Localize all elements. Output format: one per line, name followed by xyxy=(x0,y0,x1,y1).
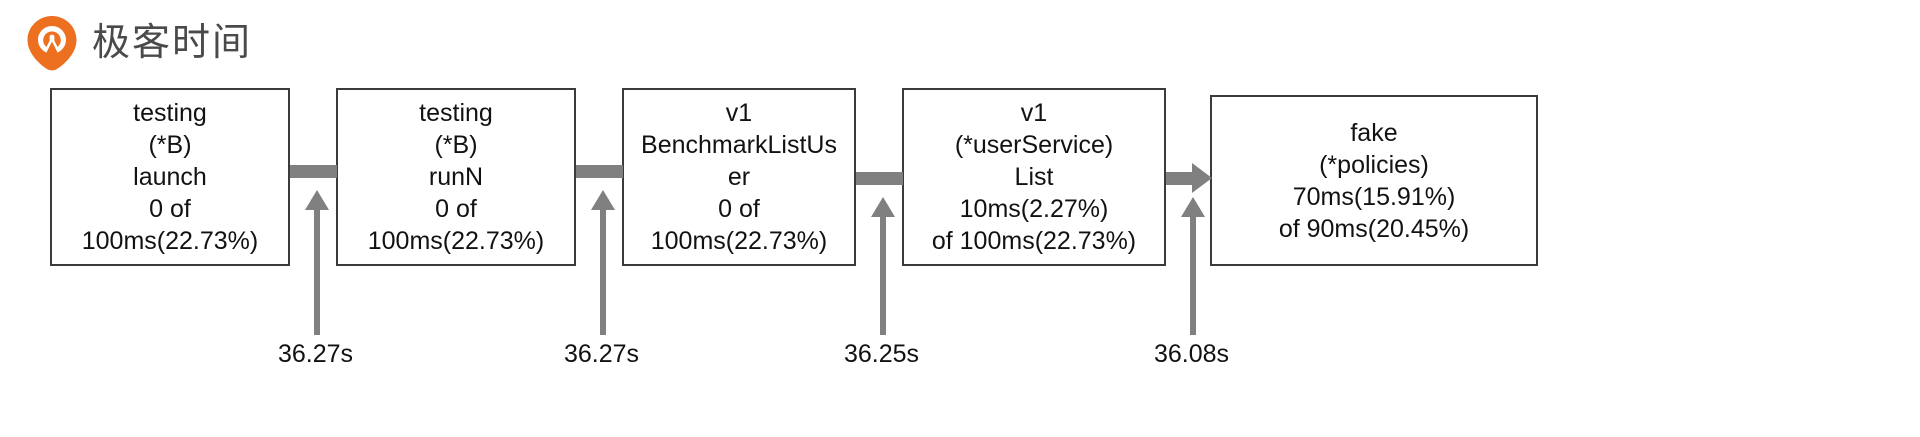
geek-time-pin-logo-icon xyxy=(27,16,77,71)
node-line: of 90ms(20.45%) xyxy=(1278,214,1470,243)
callout-shaft xyxy=(314,209,320,335)
arrow-up-icon xyxy=(1181,197,1205,217)
node-line: (*userService) xyxy=(954,131,1114,159)
graph-edge xyxy=(856,172,903,185)
graph-edge xyxy=(1166,172,1196,185)
brand-logo: 极客时间 xyxy=(26,14,252,72)
node-line: runN xyxy=(428,163,484,191)
callout-shaft xyxy=(600,209,606,335)
node-line: v1 xyxy=(725,99,753,127)
node-line: 100ms(22.73%) xyxy=(650,227,828,255)
node-line: 70ms(15.91%) xyxy=(1292,182,1456,211)
node-line: launch xyxy=(133,163,207,191)
arrow-up-icon xyxy=(591,190,615,210)
node-line: 100ms(22.73%) xyxy=(81,227,259,255)
timestamp-label: 36.27s xyxy=(564,340,640,368)
node-line: BenchmarkListUs xyxy=(641,131,837,159)
arrow-up-icon xyxy=(871,197,895,217)
graph-node[interactable]: testing (*B) runN 0 of 100ms(22.73%) xyxy=(336,88,576,266)
node-line: (*policies) xyxy=(1319,150,1429,179)
node-line: (*B) xyxy=(434,131,478,159)
node-line: of 100ms(22.73%) xyxy=(931,227,1137,255)
callout-shaft xyxy=(1190,216,1196,335)
graph-node[interactable]: fake (*policies) 70ms(15.91%) of 90ms(20… xyxy=(1210,95,1538,266)
node-line: 0 of xyxy=(718,195,760,223)
timestamp-label: 36.25s xyxy=(844,340,920,368)
node-line: (*B) xyxy=(148,131,192,159)
graph-node[interactable]: v1 (*userService) List 10ms(2.27%) of 10… xyxy=(902,88,1166,266)
node-line: v1 xyxy=(1020,99,1048,127)
graph-edge xyxy=(290,165,337,178)
graph-edge xyxy=(576,165,623,178)
node-line: testing xyxy=(133,99,207,127)
node-line: 100ms(22.73%) xyxy=(367,227,545,255)
node-line: List xyxy=(1014,163,1054,191)
graph-node[interactable]: v1 BenchmarkListUs er 0 of 100ms(22.73%) xyxy=(622,88,856,266)
brand-name: 极客时间 xyxy=(92,22,253,64)
node-line: 10ms(2.27%) xyxy=(959,195,1109,223)
node-line: 0 of xyxy=(149,195,191,223)
arrow-up-icon xyxy=(305,190,329,210)
node-line: 0 of xyxy=(435,195,477,223)
callout-shaft xyxy=(880,216,886,335)
timestamp-label: 36.27s xyxy=(278,340,354,368)
graph-node[interactable]: testing (*B) launch 0 of 100ms(22.73%) xyxy=(50,88,290,266)
node-line: testing xyxy=(419,99,493,127)
edge-arrowhead-icon xyxy=(1192,163,1212,193)
timestamp-label: 36.08s xyxy=(1154,340,1230,368)
node-line: er xyxy=(727,163,751,191)
node-line: fake xyxy=(1350,118,1398,147)
